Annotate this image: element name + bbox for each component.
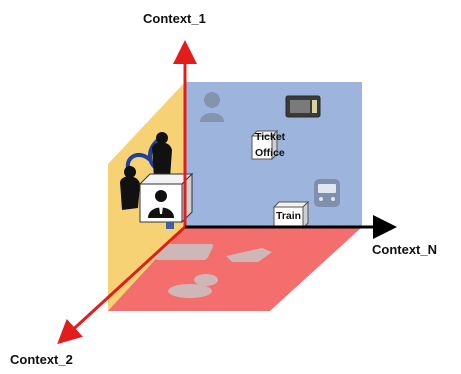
person-cube-icon [148, 190, 174, 218]
floor-shadows [155, 244, 272, 298]
people-conversation-icon [120, 132, 172, 210]
axis-label-context-2: Context_2 [10, 352, 73, 367]
train-cube [272, 200, 310, 230]
ticket-office-label-line1: Ticket [255, 131, 286, 143]
axis-label-context-n: Context_N [372, 242, 438, 257]
train-label: Train [276, 210, 302, 222]
person-icon-faded [200, 92, 224, 122]
ticket-office-cube [250, 129, 279, 161]
axis-label-context-1: Context_1 [143, 11, 206, 26]
train-icon [314, 179, 340, 207]
axis-depth [57, 225, 187, 345]
ticket-office-label-line2: Office [255, 147, 285, 159]
card-icon [285, 95, 321, 118]
